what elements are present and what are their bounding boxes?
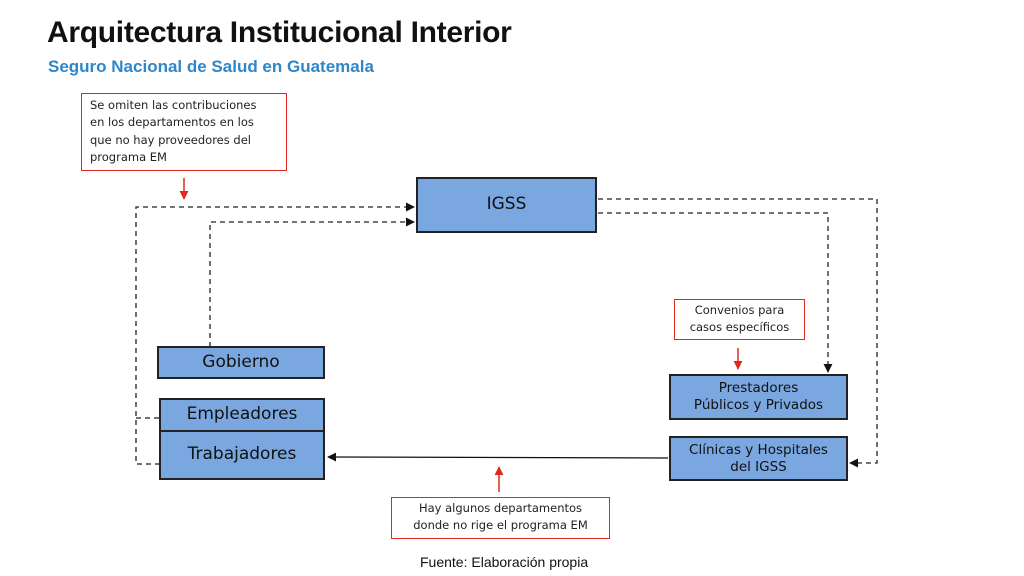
gobierno-box: Gobierno — [157, 346, 325, 379]
connector-clinicas-trabajadores — [327, 452, 669, 462]
note-convenios: Convenios para casos específicos — [674, 299, 805, 340]
trabajadores-box: Trabajadores — [159, 430, 325, 480]
note-contribuciones: Se omiten las contribuciones en los depa… — [81, 93, 287, 171]
trabajadores-label: Trabajadores — [187, 444, 297, 465]
note-departamentos-line: donde no rige el programa EM — [413, 518, 588, 533]
note-departamentos: Hay algunos departamentos donde no rige … — [391, 497, 610, 539]
note-convenios-line: casos específicos — [689, 320, 790, 335]
clinicas-label-line2: del IGSS — [730, 458, 787, 475]
empleadores-label: Empleadores — [186, 404, 298, 425]
prestadores-label-line2: Públicos y Privados — [693, 397, 824, 413]
gobierno-label: Gobierno — [202, 351, 280, 372]
source-caption: Fuente: Elaboración propia — [420, 554, 589, 570]
clinicas-label-line1: Clínicas y Hospitales — [689, 441, 828, 458]
connector-igss-prestadores — [598, 212, 833, 373]
igss-box: IGSS — [416, 177, 597, 233]
page-title: Arquitectura Institucional Interior — [47, 16, 512, 49]
empleadores-box: Empleadores — [159, 398, 325, 432]
note-contribuciones-line: Se omiten las contribuciones — [90, 98, 257, 112]
prestadores-label-line1: Prestadores — [718, 380, 799, 397]
clinicas-box: Clínicas y Hospitales del IGSS — [669, 436, 848, 481]
note-contribuciones-line: en los departamentos en los — [90, 115, 254, 130]
page-subtitle: Seguro Nacional de Salud en Guatemala — [48, 57, 374, 76]
connector-gobierno-igss — [209, 217, 415, 347]
connector-igss-clinicas — [598, 198, 878, 468]
note-convenios-line: Convenios para — [694, 303, 785, 317]
prestadores-box: Prestadores Públicos y Privados — [669, 374, 848, 420]
igss-label: IGSS — [486, 194, 527, 215]
connector-trabajadores-igss — [135, 202, 415, 465]
note-contribuciones-line: que no hay proveedores del — [90, 132, 251, 147]
note-departamentos-line: Hay algunos departamentos — [418, 501, 583, 515]
note-contribuciones-line: programa EM — [90, 149, 167, 164]
